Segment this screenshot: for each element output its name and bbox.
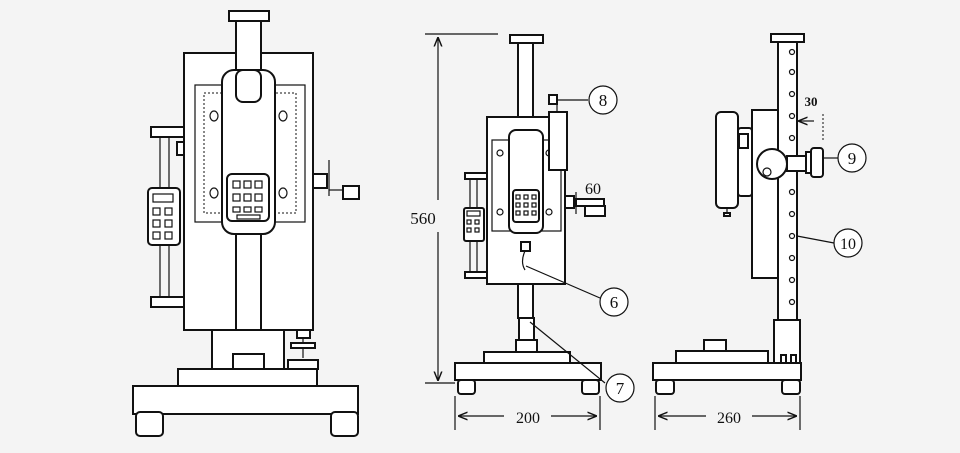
column-top-cap bbox=[228, 10, 270, 22]
test-stand-side-elevation: 30 260 bbox=[652, 33, 838, 430]
clamp bbox=[518, 317, 535, 341]
width-dimension-front bbox=[454, 396, 601, 430]
side-rail-display bbox=[463, 172, 488, 279]
height-label: 560 bbox=[410, 209, 436, 228]
adjustment-knob bbox=[756, 147, 838, 180]
base-foot-right bbox=[781, 379, 801, 395]
base-platform bbox=[483, 351, 571, 364]
bolt bbox=[790, 354, 797, 364]
height-dimension bbox=[425, 33, 498, 384]
fixture-block bbox=[703, 339, 727, 352]
column-top-cap bbox=[509, 34, 544, 44]
callout-10: 10 bbox=[833, 228, 863, 258]
side-rail-display bbox=[147, 126, 185, 308]
load-cell bbox=[520, 241, 531, 252]
upper-column bbox=[235, 19, 262, 77]
hole bbox=[278, 110, 288, 122]
adjustment-knob bbox=[548, 94, 588, 171]
leader-10 bbox=[796, 235, 835, 244]
base-plate bbox=[454, 362, 602, 381]
force-gauge-side bbox=[715, 111, 753, 217]
callout-9-label: 9 bbox=[848, 149, 857, 168]
callout-9: 9 bbox=[837, 143, 867, 173]
base-platform bbox=[177, 368, 318, 387]
callout-7: 7 bbox=[605, 373, 635, 403]
width-dimension-side bbox=[654, 396, 801, 430]
hole bbox=[496, 149, 504, 157]
callout-8-label: 8 bbox=[599, 91, 608, 110]
gauge-top-mount bbox=[235, 69, 262, 103]
carriage-plate bbox=[751, 109, 779, 279]
base-foot-right bbox=[330, 411, 359, 437]
side-handle bbox=[564, 192, 606, 217]
test-stand-front-view bbox=[132, 10, 360, 437]
width-side-label: 260 bbox=[717, 410, 741, 427]
callout-6: 6 bbox=[599, 287, 629, 317]
callout-6-label: 6 bbox=[610, 293, 619, 312]
handle-dimension-label: 60 bbox=[585, 181, 601, 198]
base-plate bbox=[652, 362, 802, 381]
column-holes bbox=[788, 48, 796, 306]
hole bbox=[278, 187, 288, 199]
base-plate bbox=[132, 385, 359, 415]
base-foot-left bbox=[655, 379, 675, 395]
leader-7 bbox=[529, 321, 606, 384]
crank-handle bbox=[312, 160, 360, 200]
base-foot-right bbox=[581, 379, 600, 395]
callout-7-label: 7 bbox=[616, 379, 625, 398]
base-foot-left bbox=[457, 379, 476, 395]
base-foot-left bbox=[135, 411, 164, 437]
hole bbox=[545, 208, 553, 216]
width-front-label: 200 bbox=[516, 410, 540, 427]
test-stand-front-elevation: 560 bbox=[410, 33, 606, 430]
bolt bbox=[780, 354, 787, 364]
offset-label: 30 bbox=[805, 94, 818, 109]
gauge-keypad bbox=[226, 173, 270, 222]
hook bbox=[521, 250, 526, 271]
fixture-block bbox=[232, 353, 265, 370]
fixture-block bbox=[515, 339, 538, 353]
hole bbox=[209, 187, 219, 199]
callout-10-label: 10 bbox=[840, 236, 856, 253]
callout-8: 8 bbox=[588, 85, 618, 115]
leader-6 bbox=[525, 265, 601, 299]
column-top-cap bbox=[770, 33, 805, 43]
hole bbox=[209, 110, 219, 122]
hole bbox=[496, 208, 504, 216]
upper-column bbox=[517, 41, 534, 121]
offset-dimension bbox=[796, 114, 824, 142]
base-platform bbox=[675, 350, 769, 364]
gauge-keypad bbox=[512, 189, 540, 223]
lower-column bbox=[235, 231, 262, 331]
